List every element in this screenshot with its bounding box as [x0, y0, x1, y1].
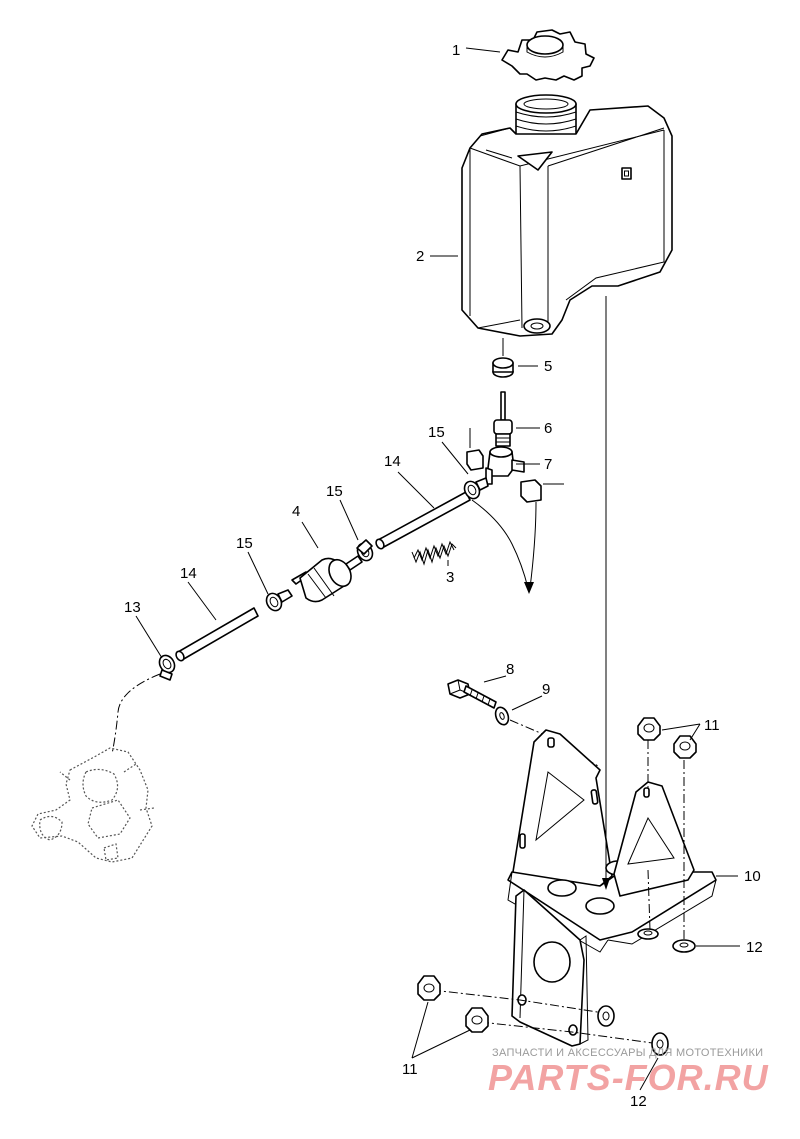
- washer-right-2[interactable]: [672, 939, 696, 953]
- hose-clamp-13[interactable]: [156, 653, 177, 681]
- nut-bottom-mid[interactable]: [465, 1007, 489, 1033]
- callout-14-right: 14: [384, 453, 401, 470]
- grommet[interactable]: [492, 357, 514, 378]
- fuel-valve-filter[interactable]: [493, 391, 513, 447]
- carburetor-outline: [31, 747, 155, 863]
- washer-bottom-1[interactable]: [597, 1005, 615, 1027]
- fuel-hose-upper[interactable]: [375, 491, 471, 550]
- hose-clamp-left[interactable]: [264, 589, 293, 613]
- callout-12-bottom: 12: [630, 1093, 647, 1110]
- tank[interactable]: [461, 94, 673, 337]
- watermark-brand: PARTS-FOR.RU: [488, 1057, 769, 1098]
- leader-lines: [135, 47, 740, 1091]
- callout-12-right: 12: [746, 939, 763, 956]
- tank-bracket[interactable]: [507, 729, 717, 1047]
- callout-2: 2: [416, 248, 424, 265]
- callout-15-mid: 15: [326, 483, 343, 500]
- nut-top-right[interactable]: [673, 735, 697, 759]
- nut-top-left[interactable]: [637, 717, 661, 741]
- hose-clamp-middle[interactable]: [355, 539, 376, 563]
- callout-15-left: 15: [236, 535, 253, 552]
- filler-cap[interactable]: [501, 29, 595, 81]
- bolt[interactable]: [447, 679, 497, 709]
- callout-14-left: 14: [180, 565, 197, 582]
- fuel-hose-lower[interactable]: [174, 607, 259, 662]
- callout-6: 6: [544, 420, 552, 437]
- hose-clamp-right[interactable]: [462, 477, 489, 501]
- callout-4: 4: [292, 503, 300, 520]
- callout-1: 1: [452, 42, 460, 59]
- callout-11-top: 11: [704, 717, 720, 734]
- callout-11-bottom: 11: [402, 1061, 418, 1078]
- fuel-filter[interactable]: [291, 555, 363, 603]
- watermark: ЗАПЧАСТИ И АКСЕССУАРЫ ДЛЯ МОТОТЕХНИКИ PA…: [488, 1047, 769, 1098]
- washer-9[interactable]: [493, 705, 510, 726]
- callout-5: 5: [544, 358, 552, 375]
- fuel-line-to-carburetor: [111, 673, 161, 755]
- nut-axis-right: [647, 740, 685, 940]
- callout-15-right: 15: [428, 424, 445, 441]
- callout-3: 3: [446, 569, 454, 586]
- nut-bottom-left[interactable]: [417, 975, 441, 1001]
- callout-7: 7: [544, 456, 552, 473]
- fuel-tap[interactable]: [466, 428, 564, 503]
- watermark-tagline: ЗАПЧАСТИ И АКСЕССУАРЫ ДЛЯ МОТОТЕХНИКИ: [492, 1047, 763, 1059]
- spring[interactable]: [411, 540, 457, 566]
- callout-numbers: 1 2 5 6 7 15 14 15 4 3 15 14 13 8 9 11 1…: [124, 42, 763, 1110]
- callout-9: 9: [542, 681, 550, 698]
- washer-bottom-2[interactable]: [651, 1032, 669, 1056]
- drain-line-arrow: [471, 499, 537, 594]
- washer-right-1[interactable]: [637, 928, 659, 940]
- nut-axis-bottom: [431, 989, 661, 1045]
- callout-8: 8: [506, 661, 514, 678]
- callout-10: 10: [744, 868, 761, 885]
- callout-13: 13: [124, 599, 141, 616]
